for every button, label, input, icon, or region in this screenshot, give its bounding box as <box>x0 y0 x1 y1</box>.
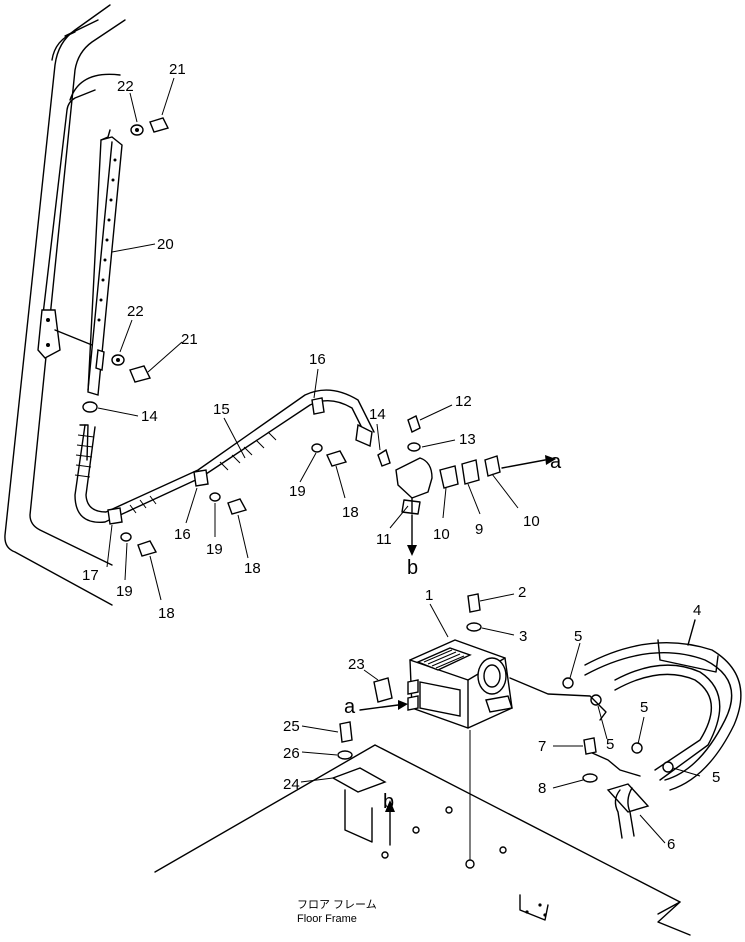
callout-22: 22 <box>127 303 144 320</box>
callout-14: 14 <box>141 408 158 425</box>
callout-18: 18 <box>342 504 359 521</box>
floor-frame <box>154 744 691 936</box>
callout-11: 11 <box>376 531 392 548</box>
rail-20 <box>54 129 123 396</box>
pipe-assembly <box>74 389 375 525</box>
callout-24: 24 <box>283 776 300 793</box>
ref-b-bottom: b <box>383 791 394 813</box>
plate-24 <box>331 767 387 793</box>
callout-2: 2 <box>518 584 526 601</box>
callout-23: 23 <box>348 656 365 673</box>
washer-14-left <box>82 401 98 413</box>
ref-b-top: b <box>407 557 418 579</box>
ref-a-bottom: a <box>344 696 356 718</box>
callout-19: 19 <box>206 541 223 558</box>
valve-11 <box>377 415 433 515</box>
ref-a-top: a <box>550 451 562 473</box>
callout-26: 26 <box>283 745 300 762</box>
coil-hose <box>74 431 277 514</box>
cab-panel <box>4 4 126 606</box>
callout-15: 15 <box>213 401 230 418</box>
callout-9: 9 <box>475 521 483 538</box>
callout-8: 8 <box>538 780 546 797</box>
callout-7: 7 <box>538 738 546 755</box>
callout-17: 17 <box>82 567 99 584</box>
washer-8 <box>582 773 598 783</box>
callout-14: 14 <box>369 406 386 423</box>
callout-5: 5 <box>606 736 614 753</box>
callout-4: 4 <box>693 602 701 619</box>
heater-unit-1 <box>407 639 513 729</box>
floor-frame-label-en: Floor Frame <box>297 913 357 925</box>
bolt-2 <box>467 593 481 613</box>
callout-3: 3 <box>519 628 527 645</box>
callout-labels: 22 21 20 22 21 14 15 16 14 12 13 a 19 18… <box>82 61 720 925</box>
clamps-9-10 <box>439 455 501 489</box>
callout-20: 20 <box>157 236 174 253</box>
callout-22: 22 <box>117 78 134 95</box>
callout-10: 10 <box>523 513 540 530</box>
callout-18: 18 <box>244 560 261 577</box>
callout-1: 1 <box>425 587 433 604</box>
callout-6: 6 <box>667 836 675 853</box>
bolt-25 <box>339 721 353 743</box>
bolts-18-19 <box>120 443 348 557</box>
callout-12: 12 <box>455 393 472 410</box>
bolt-21-mid <box>111 354 152 383</box>
clamps-5 <box>509 677 674 777</box>
callout-21: 21 <box>169 61 186 78</box>
callout-19: 19 <box>116 583 133 600</box>
callout-18: 18 <box>158 605 175 622</box>
callout-5: 5 <box>640 699 648 716</box>
callout-10: 10 <box>433 526 450 543</box>
bolt-7 <box>583 737 597 755</box>
callout-16: 16 <box>174 526 191 543</box>
callout-13: 13 <box>459 431 476 448</box>
callout-5: 5 <box>712 769 720 786</box>
washer-3 <box>466 622 482 632</box>
bracket-6 <box>606 783 650 839</box>
callout-16: 16 <box>309 351 326 368</box>
callout-5: 5 <box>574 628 582 645</box>
floor-frame-label-jp: フロア フレーム <box>297 898 377 911</box>
callout-25: 25 <box>283 718 300 735</box>
hoses-4 <box>584 619 742 791</box>
leader-lines <box>97 77 701 844</box>
callout-19: 19 <box>289 483 306 500</box>
washer-26 <box>337 750 353 760</box>
callout-21: 21 <box>181 331 198 348</box>
bolt-21-top <box>130 117 170 136</box>
plug-23 <box>373 677 393 703</box>
